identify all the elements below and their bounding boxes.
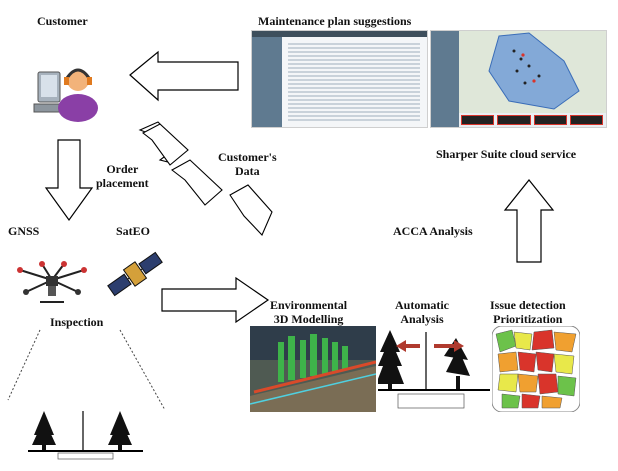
- inspection-label: Inspection: [50, 315, 104, 329]
- app-topbar: [252, 31, 427, 37]
- environmental-modelling-label: Environmental 3D Modelling: [270, 298, 348, 326]
- map-thumbnails: [461, 115, 603, 125]
- order-placement-label: Order placement: [96, 162, 149, 190]
- sharper-suite-map-screenshot: [430, 30, 607, 128]
- maintenance-plan-label: Maintenance plan suggestions: [258, 14, 412, 28]
- chevron-arrow-2: [171, 159, 223, 206]
- tree-icon: [378, 330, 404, 390]
- automatic-analysis-label: Automatic Analysis: [395, 298, 449, 326]
- gnss-label: GNSS: [8, 224, 40, 238]
- automatic-analysis-image: [378, 330, 490, 409]
- inspection-scene: [28, 411, 143, 460]
- maintenance-plan-screenshot: [251, 30, 428, 128]
- issue-detection-label: Issue detection Prioritization: [490, 298, 566, 326]
- app-sidebar: [252, 31, 282, 127]
- map-sidebar: [431, 31, 459, 127]
- arrow-to-customer: [129, 50, 239, 102]
- map-view: [459, 31, 606, 113]
- sateo-label: SatEO: [116, 224, 151, 238]
- issue-detection-image: [492, 326, 580, 412]
- arrow-to-modelling: [161, 276, 270, 324]
- table-rows: [284, 41, 424, 123]
- chevron-arrow-1b: [141, 123, 189, 166]
- environmental-3d-model-image: [250, 326, 376, 412]
- customer-label: Customer: [37, 14, 88, 28]
- arrow-up-to-cloud: [503, 179, 555, 263]
- fov-line-left: [7, 329, 41, 401]
- tree-icon: [108, 411, 132, 451]
- tree-icon: [32, 411, 56, 451]
- customers-data-label: Customer's Data: [218, 150, 277, 178]
- arrow-customer-down: [44, 139, 94, 222]
- fov-line-right: [119, 329, 166, 411]
- satellite-icon: [107, 251, 163, 297]
- customer-agent-icon: [33, 68, 98, 122]
- sharper-suite-label: Sharper Suite cloud service: [436, 147, 577, 161]
- drone-icon: [17, 261, 87, 303]
- acca-analysis-label: ACCA Analysis: [393, 224, 473, 238]
- chevron-arrow-3: [229, 184, 273, 236]
